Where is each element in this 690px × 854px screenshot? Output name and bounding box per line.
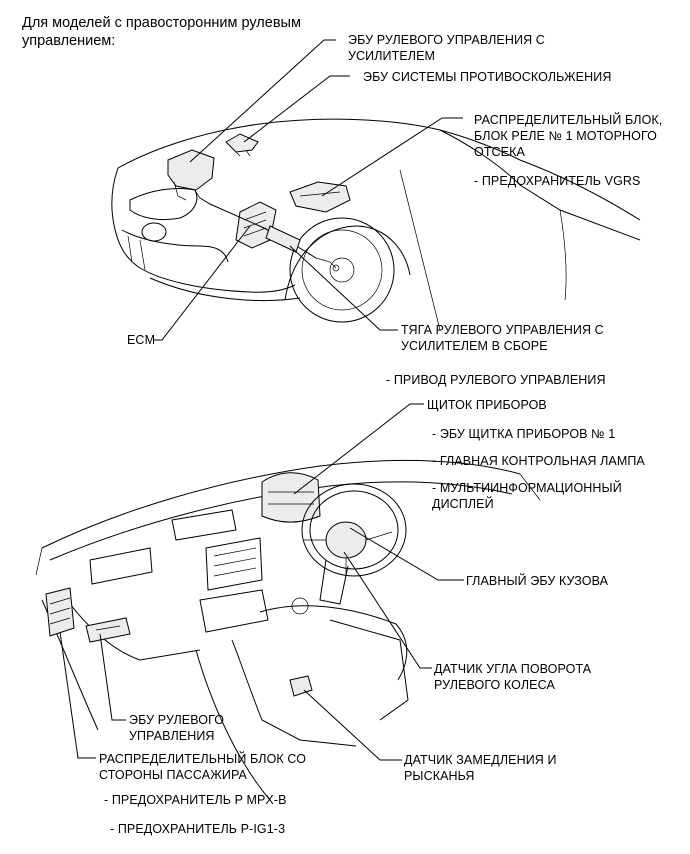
label-yaw-rate-sensor: ДАТЧИК ЗАМЕДЛЕНИЯ И РЫСКАНЬЯ bbox=[404, 753, 557, 783]
label-master-warning: - ГЛАВНАЯ КОНТРОЛЬНАЯ ЛАМПА bbox=[432, 454, 645, 468]
label-steering-ecu: ЭБУ РУЛЕВОГО УПРАВЛЕНИЯ bbox=[129, 713, 225, 743]
label-eps-ecu: ЭБУ РУЛЕВОГО УПРАВЛЕНИЯ С УСИЛИТЕЛЕМ bbox=[348, 33, 545, 63]
page-title: Для моделей с правосторонним рулевым упр… bbox=[22, 15, 301, 49]
label-main-body-ecu: ГЛАВНЫЙ ЭБУ КУЗОВА bbox=[466, 574, 609, 588]
label-fuse-vgrs: - ПРЕДОХРАНИТЕЛЬ VGRS bbox=[474, 174, 641, 188]
label-passenger-junction-block: РАСПРЕДЕЛИТЕЛЬНЫЙ БЛОК СО СТОРОНЫ ПАССАЖ… bbox=[99, 752, 307, 782]
label-multi-display: - МУЛЬТИИНФОРМАЦИОННЫЙ ДИСПЛЕЙ bbox=[432, 481, 622, 511]
label-engine-relay-block: РАСПРЕДЕЛИТЕЛЬНЫЙ БЛОК, БЛОК РЕЛЕ № 1 МО… bbox=[474, 113, 663, 159]
label-steering-actuator: - ПРИВОД РУЛЕВОГО УПРАВЛЕНИЯ bbox=[386, 373, 606, 387]
label-ecm: ECM bbox=[127, 333, 156, 347]
car-front-illustration bbox=[111, 118, 641, 331]
label-fuse-ig1-3: - ПРЕДОХРАНИТЕЛЬ P-IG1-3 bbox=[110, 822, 286, 836]
label-meter-ecu: - ЭБУ ЩИТКА ПРИБОРОВ № 1 bbox=[432, 427, 616, 441]
leader-lines-top bbox=[154, 39, 463, 341]
label-combination-meter: ЩИТОК ПРИБОРОВ bbox=[427, 398, 547, 412]
dashboard-illustration bbox=[35, 459, 541, 801]
leader-lines-bottom bbox=[59, 403, 464, 761]
label-fuse-mpx-b: - ПРЕДОХРАНИТЕЛЬ P MPX-B bbox=[104, 793, 287, 807]
engine-bay-parts bbox=[167, 133, 351, 272]
label-steering-angle-sensor: ДАТЧИК УГЛА ПОВОРОТА РУЛЕВОГО КОЛЕСА bbox=[434, 662, 592, 692]
label-skid-control-ecu: ЭБУ СИСТЕМЫ ПРОТИВОСКОЛЬЖЕНИЯ bbox=[363, 70, 612, 84]
label-steering-link-assembly: ТЯГА РУЛЕВОГО УПРАВЛЕНИЯ С УСИЛИТЕЛЕМ В … bbox=[401, 323, 604, 353]
